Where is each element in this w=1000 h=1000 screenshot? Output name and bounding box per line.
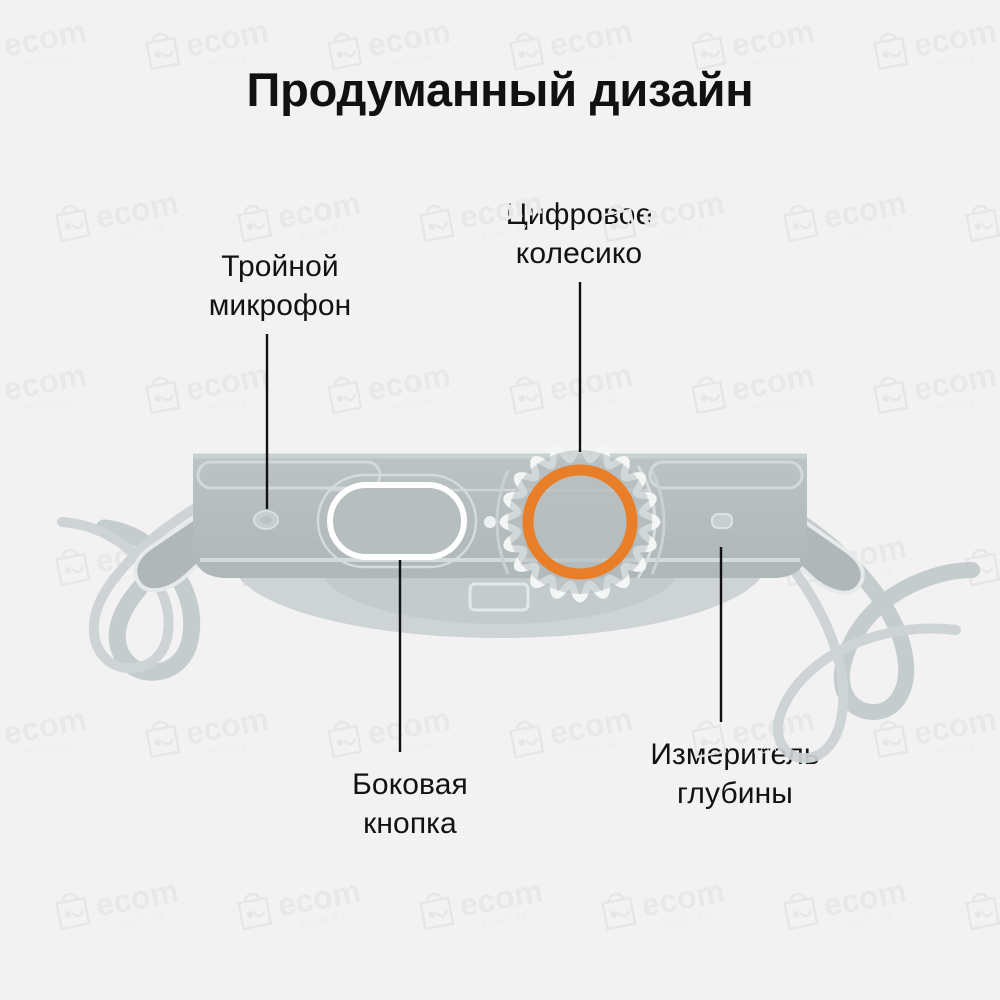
page-title: Продуманный дизайн [246,63,754,116]
crown-accent-ring [522,464,638,580]
microphone-port [253,510,279,530]
callout-label-side-button: Боковая кнопка [352,768,468,840]
callout-label-triple-microphone: Тройной микрофон [208,250,352,322]
